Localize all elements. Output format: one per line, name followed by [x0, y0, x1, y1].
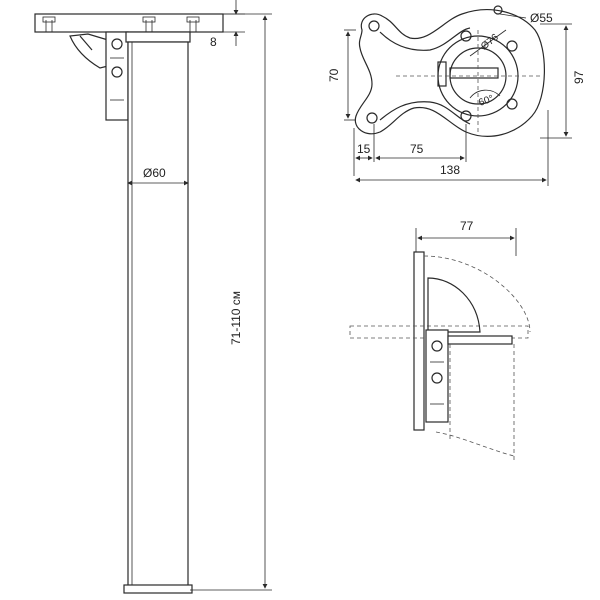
bracket-arm — [69, 33, 109, 69]
slot — [449, 67, 499, 79]
dim-height-range: 71-110 см — [229, 291, 243, 345]
dim-hole-spacing: 75 — [410, 142, 424, 156]
tube-collar — [125, 31, 191, 43]
bracket-line — [79, 35, 93, 51]
dim-angle: 60° — [477, 93, 495, 109]
plate-screws — [42, 16, 200, 32]
dim-base-width: 138 — [440, 163, 460, 177]
table-edge — [349, 325, 529, 339]
hole-top-right — [506, 40, 518, 52]
dim-base-height: 70 — [327, 68, 341, 82]
dim-base-depth: 97 — [572, 70, 586, 84]
mount-plate — [413, 251, 425, 431]
hole-top-left — [368, 20, 380, 32]
dim-edge-offset: 15 — [357, 142, 371, 156]
hinge-block — [105, 31, 129, 121]
detail-collar — [447, 335, 513, 345]
leg-foot — [123, 584, 193, 594]
leg-tube — [127, 41, 189, 591]
swing-arc-outer — [423, 255, 531, 333]
swing-arc-inner — [427, 277, 481, 333]
dim-outer-diameter: Ø55 — [530, 11, 553, 25]
folding-detail-view: 77 — [349, 219, 531, 460]
dim-fold-clearance: 77 — [460, 219, 474, 233]
hole-bottom-mid — [460, 110, 472, 122]
dim-tube-diameter: Ø60 — [143, 166, 166, 180]
hinge-pin-bottom — [111, 66, 123, 78]
leg-side-view: 8 Ø60 71-110 см — [34, 0, 272, 594]
hinge-pin-top — [111, 38, 123, 50]
dim-plate-thickness: 8 — [210, 35, 217, 49]
base-plate-top-view: 70 97 15 75 138 Ø55 Ø76 60° — [327, 5, 586, 186]
detail-hinge-block — [425, 329, 449, 423]
hole-top-mid — [460, 30, 472, 42]
hole-bottom-left — [366, 112, 378, 124]
hole-bottom-right — [506, 98, 518, 110]
